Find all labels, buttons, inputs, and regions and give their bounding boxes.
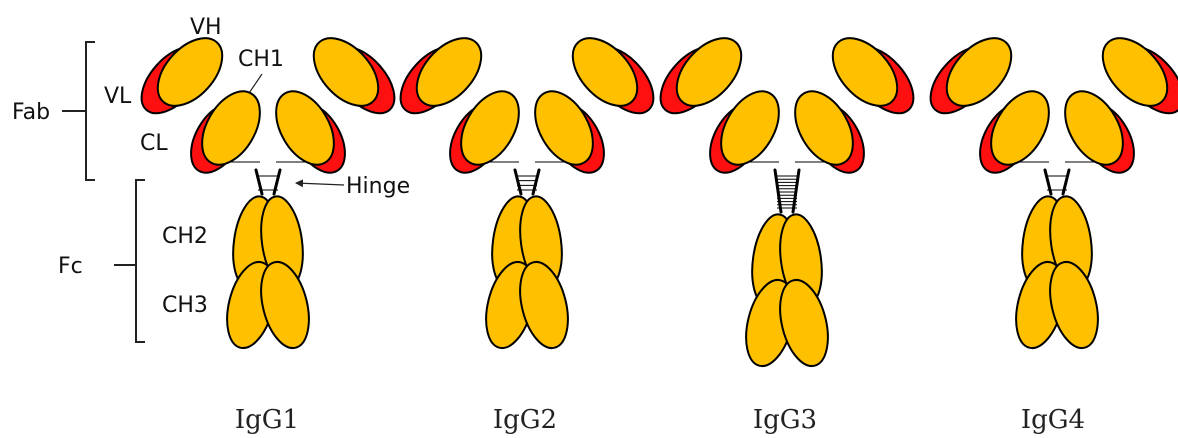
vh-label: VH [190, 15, 222, 40]
hinge-label: Hinge [346, 174, 410, 199]
subclass-label-igg2: IgG2 [493, 405, 557, 435]
cl-label: CL [140, 131, 168, 156]
ch2-label: CH2 [162, 224, 208, 249]
subclass-label-igg3: IgG3 [753, 405, 817, 435]
subclass-label-igg4: IgG4 [1021, 405, 1085, 435]
fab-label: Fab [12, 100, 50, 125]
fc-label: Fc [58, 254, 83, 279]
ch1-label: CH1 [238, 47, 284, 72]
ch3-label: CH3 [162, 293, 208, 318]
antibody-igg4 [919, 26, 1178, 353]
vl-label: VL [104, 84, 132, 109]
antibody-igg2 [389, 26, 665, 353]
fab-bracket [86, 42, 95, 180]
fc-bracket [136, 180, 145, 342]
antibody-igg3 [649, 26, 925, 371]
hinge-arrow [296, 183, 344, 185]
subclass-label-igg1: IgG1 [235, 405, 299, 435]
